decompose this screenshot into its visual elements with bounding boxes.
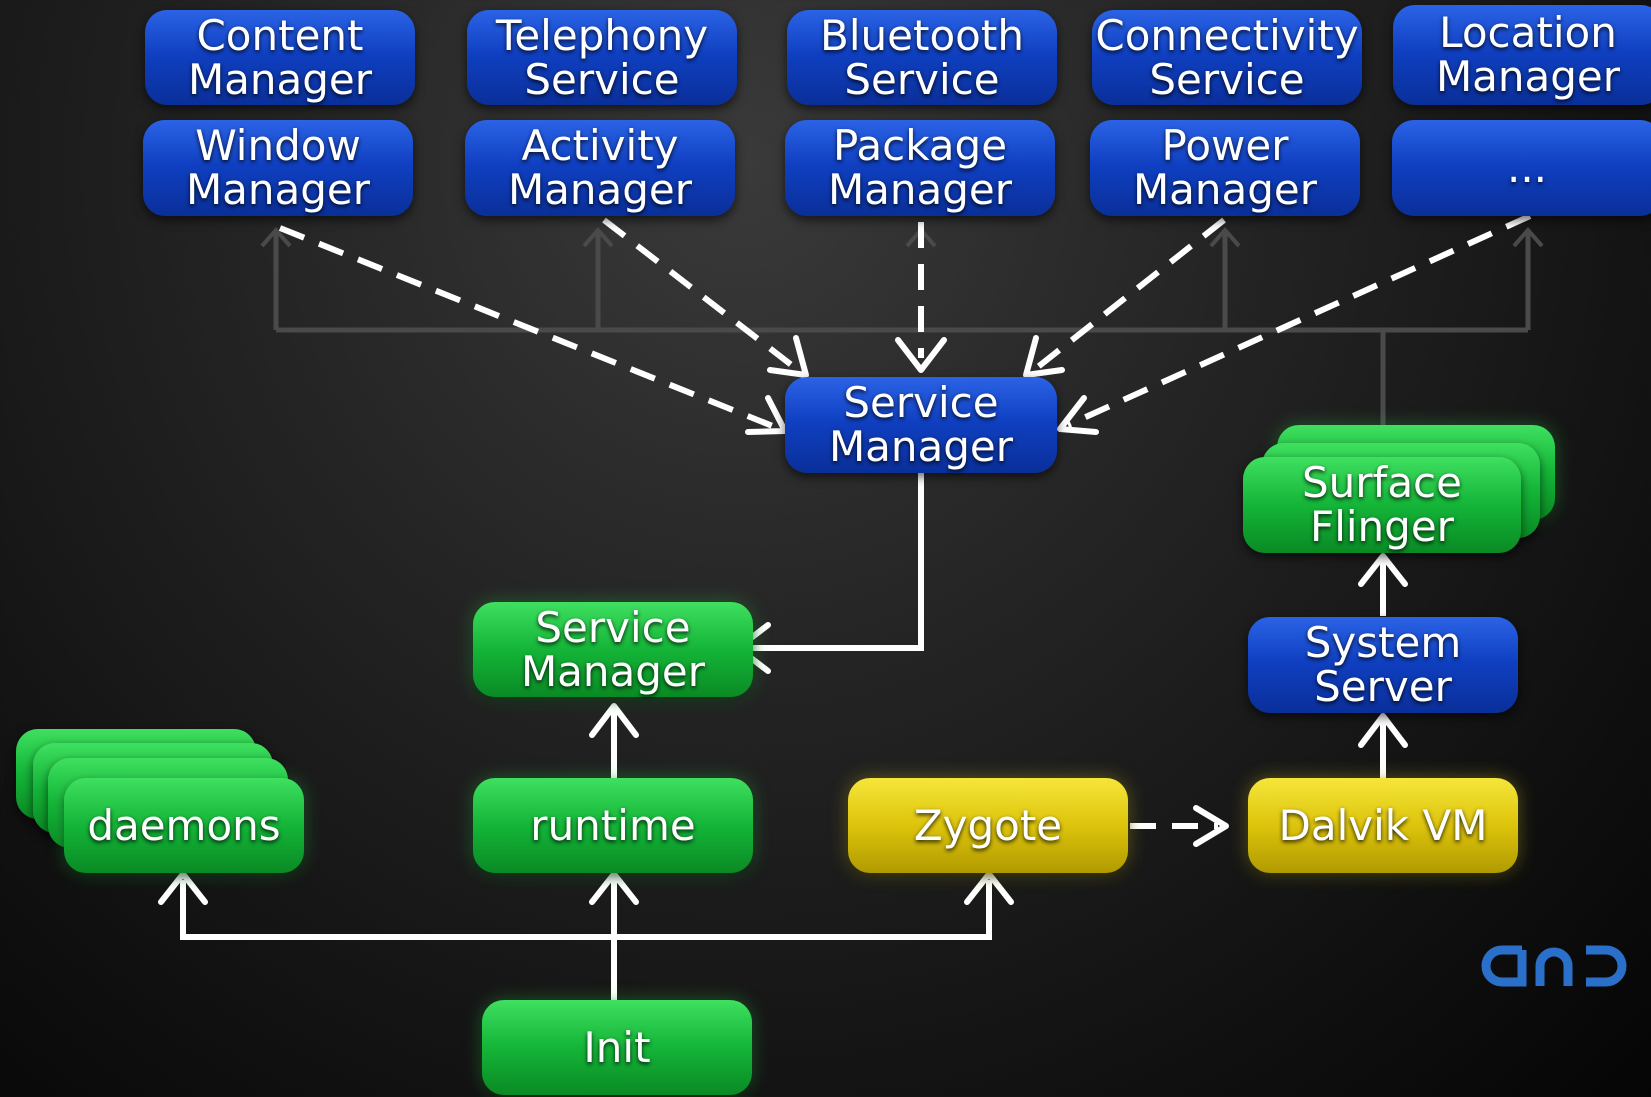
surface-flinger-box: Surface Flinger (1243, 457, 1521, 553)
telephony-service-box: Telephony Service (467, 10, 737, 105)
init-label: Init (583, 1022, 651, 1072)
runtime-label: runtime (530, 800, 696, 850)
power-manager-label: Power Manager (1132, 121, 1318, 214)
java-service-manager-box: Service Manager (785, 377, 1057, 473)
system-server-label: System Server (1304, 618, 1462, 711)
power-manager-box: Power Manager (1090, 120, 1360, 216)
location-manager-label: Location Manager (1435, 8, 1621, 101)
activity-manager-box: Activity Manager (465, 120, 735, 216)
dashed-arrows (278, 213, 1532, 829)
solid-arrows (180, 470, 1386, 1000)
package-manager-box: Package Manager (785, 120, 1055, 216)
init-box: Init (482, 1000, 752, 1095)
zygote-box: Zygote (848, 778, 1128, 873)
native-service-manager-label: Service Manager (520, 602, 706, 696)
dalvik-vm-label: Dalvik VM (1278, 800, 1488, 850)
telephony-service-label: Telephony Service (495, 10, 709, 104)
daemons-label: daemons (87, 800, 281, 850)
connectivity-service-label: Connectivity Service (1095, 10, 1359, 104)
location-manager-box: Location Manager (1393, 5, 1651, 105)
android-logo-icon (1478, 942, 1651, 1002)
window-manager-box: Window Manager (143, 120, 413, 216)
dalvik-vm-box: Dalvik VM (1248, 778, 1518, 873)
faint-bracket-lines (273, 230, 1531, 430)
faint-bracket-arrowheads (260, 226, 1544, 248)
bluetooth-service-label: Bluetooth Service (820, 10, 1024, 104)
runtime-box: runtime (473, 778, 753, 873)
surface-flinger-label: Surface Flinger (1301, 458, 1462, 551)
connectivity-service-box: Connectivity Service (1092, 10, 1362, 105)
more-services-box: ... (1392, 120, 1651, 216)
content-manager-label: Content Manager (187, 10, 373, 104)
solid-arrowheads (158, 553, 1408, 905)
zygote-label: Zygote (913, 800, 1063, 850)
system-server-box: System Server (1248, 617, 1518, 713)
daemons-box: daemons (64, 778, 304, 873)
bluetooth-service-box: Bluetooth Service (787, 10, 1057, 105)
window-manager-label: Window Manager (185, 121, 371, 214)
activity-manager-label: Activity Manager (507, 121, 693, 214)
content-manager-box: Content Manager (145, 10, 415, 105)
package-manager-label: Package Manager (827, 121, 1013, 214)
native-service-manager-box: Service Manager (473, 602, 753, 697)
java-service-manager-label: Service Manager (828, 378, 1014, 471)
more-services-label: ... (1506, 143, 1548, 192)
